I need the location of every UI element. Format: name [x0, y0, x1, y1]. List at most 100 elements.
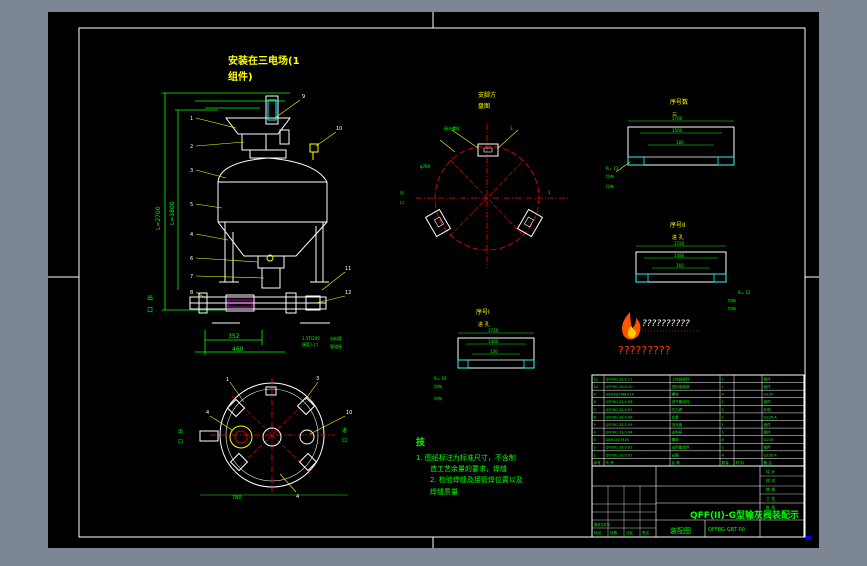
svg-text:3: 3 — [190, 168, 193, 174]
watermark: ?????????? ????????? — [618, 312, 700, 357]
support-top-view: 支脚方 盘图 接头螺栓 3 φ780 出 口 1 — [400, 91, 570, 268]
bom-cell: 进料电磁阀 — [672, 384, 690, 389]
bom-cell: QFFBG.33.0.01 — [606, 453, 633, 457]
dim-b-mid: 1480 — [674, 253, 685, 258]
tb-right-4: 工 艺 — [766, 496, 775, 501]
dim-b-bot: 160 — [676, 263, 684, 268]
dim-bottom-1: 352 — [228, 333, 240, 340]
plan-view: 780 1 3 10 4 4 出 口 进 口 — [178, 376, 352, 501]
dim-a-mid: 1500 — [672, 128, 683, 133]
side-label: 出 — [147, 294, 153, 302]
tech-req-title: 技 — [416, 436, 426, 448]
tb-right-5: 批 准 — [766, 504, 775, 510]
tb-right-1: 设 计 — [766, 468, 775, 474]
tech-req-line-3: 2. 检验焊缝及接管焊位置以及 — [430, 475, 523, 484]
svg-text:R= 10: R= 10 — [434, 376, 447, 381]
svg-text:出料管: 出料管 — [330, 335, 342, 341]
svg-text:均布: 均布 — [606, 183, 614, 189]
svg-text:接管入口: 接管入口 — [302, 341, 318, 347]
svg-text:4: 4 — [296, 494, 299, 500]
bom-cell: QFFBG.33.0.07 — [606, 408, 633, 412]
bom-cell: QFFBG.33.0.02 — [606, 446, 633, 450]
bom-header-cell: 数量 — [722, 460, 730, 465]
bom-cell: 压力表 — [672, 407, 683, 412]
bom-cell: GB5783 M8×20 — [606, 393, 635, 397]
bom-cell: 外购 — [764, 407, 772, 412]
svg-text:口: 口 — [342, 438, 347, 444]
svg-text:8: 8 — [190, 290, 193, 296]
dim-c-mid: 1460 — [488, 339, 499, 344]
svg-text:3: 3 — [510, 126, 513, 131]
bom-cell: 11 — [594, 377, 599, 381]
svg-text:3: 3 — [316, 376, 319, 382]
tech-req-line-1: 1. 图纸标注为标准尺寸，不含制 — [416, 453, 516, 462]
bom-cell: 组件 — [764, 384, 772, 389]
bom-cell: 1 — [594, 453, 596, 457]
svg-text:口: 口 — [178, 439, 183, 445]
tb-bottom-3: 分区 — [626, 530, 634, 535]
main-note-2: 组件) — [228, 70, 253, 83]
bom-cell: 组件 — [764, 399, 772, 404]
section-b-sub: 进 孔 — [672, 234, 684, 241]
svg-text:10: 10 — [336, 126, 342, 132]
tb-right-3: 审 核 — [766, 486, 775, 492]
svg-text:1: 1 — [226, 377, 229, 383]
tb-bottom-2: 处数 — [610, 530, 618, 535]
dim-c-top: 1720 — [488, 328, 499, 333]
bom-cell: 1 — [722, 415, 724, 419]
bom-cell: 4 — [722, 393, 725, 397]
bom-cell: 螺栓 — [672, 392, 680, 397]
svg-text:6: 6 — [190, 256, 193, 262]
svg-text:11: 11 — [345, 266, 351, 272]
bom-header-cell: 序号 — [594, 460, 602, 465]
bom-header-cell: 代 号 — [606, 460, 615, 465]
bom-cell: Q235 — [764, 393, 774, 397]
main-note: 安装在三电场(1 — [228, 54, 300, 67]
bom-header-cell: 材 料 — [736, 460, 745, 465]
section-a-label: 序号数 — [670, 98, 688, 106]
section-a-sub: 三 — [672, 112, 677, 118]
scale-label: 装配图 — [670, 526, 691, 535]
zone-ticks — [48, 12, 819, 548]
svg-text:2: 2 — [190, 144, 193, 150]
section-c-label: 序号I — [476, 308, 490, 316]
bom-cell: 1 — [722, 446, 724, 450]
bom-cell: Q235-A — [764, 453, 778, 457]
tech-req-line-4: 焊缝质量 — [430, 487, 458, 496]
tech-requirements: 技 1. 图纸标注为标准尺寸，不含制 造工艺余量的要求，焊缝 2. 检验焊缝及接… — [416, 436, 523, 496]
elevation-view: 安装在三电场(1 组件) L=2700 L=1800 352 460 出 口 — [147, 54, 351, 355]
bom-cell: 1 — [722, 385, 724, 389]
bom-cell: 出料管组件 — [672, 445, 690, 450]
bom-cell: 上料阀组件 — [672, 376, 690, 381]
bom-cell: 流化盘 — [672, 422, 683, 427]
bom-cell: 出料阀 — [672, 430, 683, 435]
svg-text:R= 12: R= 12 — [606, 166, 619, 171]
bom-cell: 4 — [722, 453, 725, 457]
top-view-sub: 盘图 — [478, 102, 490, 110]
bom-header-cell: 备 注 — [764, 460, 773, 465]
watermark-sub: ????????? — [618, 344, 671, 357]
svg-text:均布: 均布 — [728, 297, 736, 303]
bom-cell: 组件 — [764, 430, 772, 435]
bom-cell: QFFBG.33.0.05 — [606, 423, 633, 427]
bom-cell: 螺母 — [672, 437, 680, 442]
bom-cell: QFFBG.33.0.10 — [606, 385, 634, 389]
tb-bottom-5: 签名 — [642, 530, 650, 535]
bom-cell: QFFBG.33.0.04 — [606, 431, 634, 435]
svg-text:出: 出 — [178, 428, 183, 435]
svg-text:管道接: 管道接 — [330, 343, 342, 349]
svg-text:12: 12 — [345, 290, 351, 296]
dim-a-top: 1700 — [672, 116, 683, 121]
tb-right-2: 校 对 — [766, 477, 775, 483]
balloons-elevation: 1 2 3 5 4 6 7 8 9 10 11 12 — [190, 94, 351, 296]
bom-cell: 1 — [722, 377, 724, 381]
bom-cell: 组件 — [764, 445, 772, 450]
drawing-border — [78, 27, 806, 538]
bom-cell: Q235-A — [764, 415, 778, 419]
dim-b-top: 1720 — [674, 241, 685, 246]
watermark-text: ?????????? — [642, 319, 690, 329]
bom-cell: Q235 — [764, 438, 774, 442]
bom-header-cell: 名 称 — [672, 460, 681, 465]
